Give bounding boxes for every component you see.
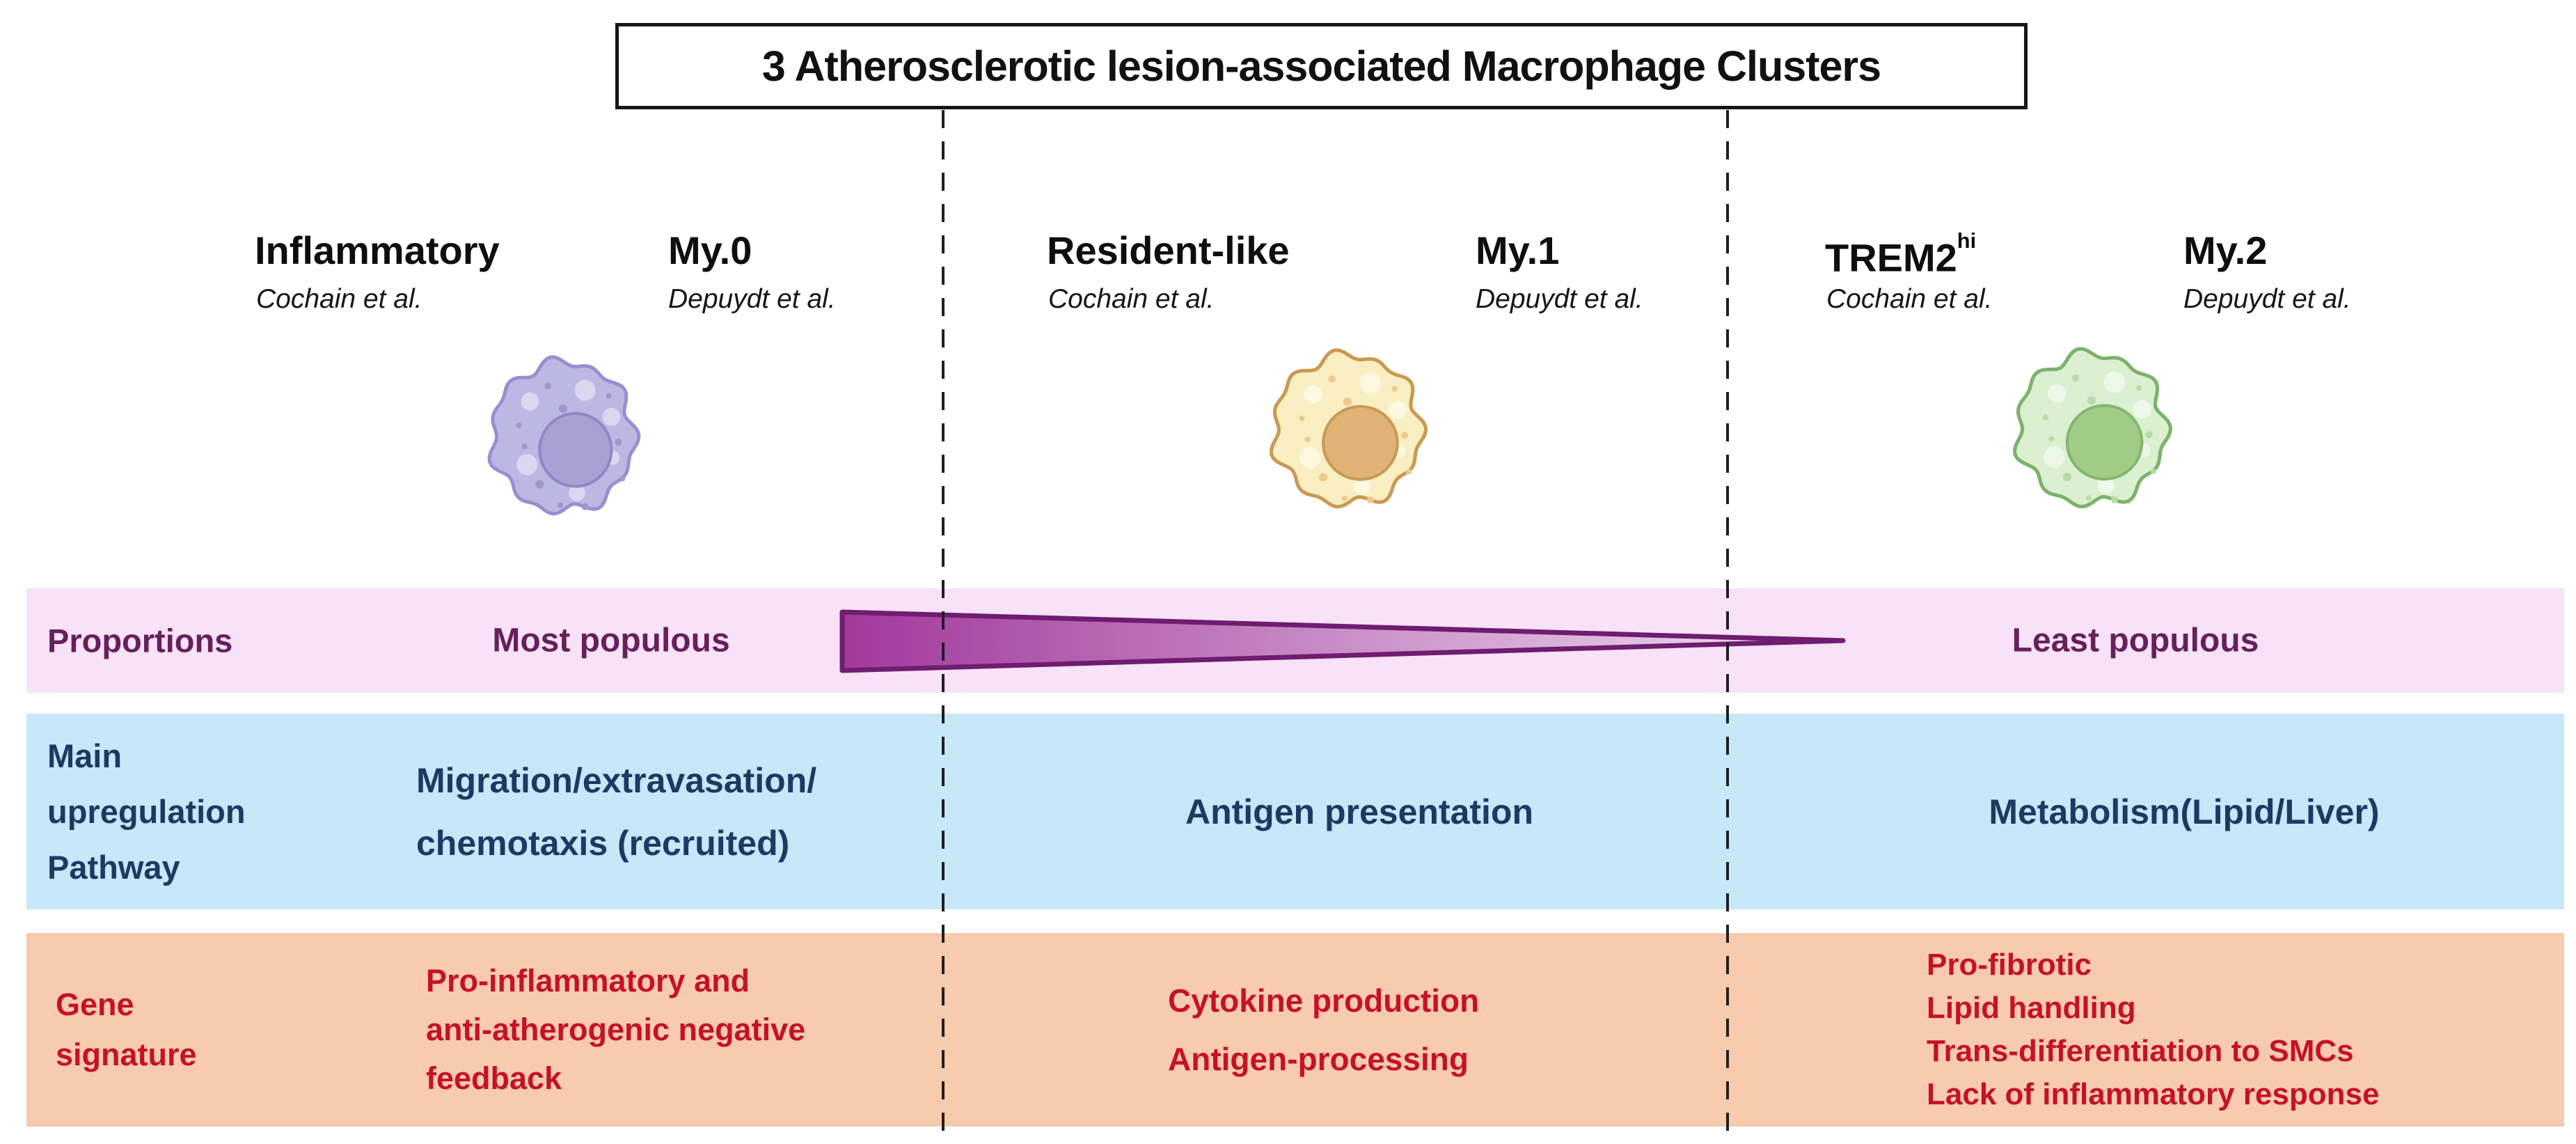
column-divider-2 bbox=[1726, 110, 1729, 1144]
most-populous-text: Most populous bbox=[492, 622, 730, 659]
gene-row-label: Gene signature bbox=[56, 987, 197, 1072]
gene-trem2-text: Pro-fibrotic Lipid handling Trans-differ… bbox=[1927, 948, 2380, 1111]
column3-citation2: Depuydt et al. bbox=[2183, 284, 2351, 314]
proportions-row: Proportions Most populous Least populous bbox=[26, 588, 2564, 693]
column1-alt-name: My.0 bbox=[668, 228, 752, 272]
pathway-trem2-text: Metabolism(Lipid/Liver) bbox=[1989, 792, 2380, 831]
pathway-row: Main upregulation Pathway Migration/extr… bbox=[26, 714, 2564, 909]
column1-name: Inflammatory bbox=[255, 228, 500, 272]
column3-citation1: Cochain et al. bbox=[1826, 284, 1993, 314]
column3-alt-name: My.2 bbox=[2183, 228, 2268, 272]
column2-citation2: Depuydt et al. bbox=[1476, 284, 1643, 314]
gene-signature-row: Gene signature Pro-inflammatory and anti… bbox=[26, 933, 2564, 1127]
trem2-superscript: hi bbox=[1957, 228, 1977, 253]
column1-citation1: Cochain et al. bbox=[256, 284, 422, 314]
column2-citation1: Cochain et al. bbox=[1048, 284, 1215, 314]
trem2hi-macrophage-cell-icon bbox=[2012, 347, 2173, 509]
least-populous-text: Least populous bbox=[2012, 622, 2259, 659]
column2-alt-name: My.1 bbox=[1476, 228, 1560, 272]
pathway-row-label: Main upregulation Pathway bbox=[47, 737, 246, 886]
gene-resident-text: Cytokine production Antigen-processing bbox=[1168, 982, 1480, 1077]
column-divider-1 bbox=[942, 110, 945, 1144]
population-gradient-arrow bbox=[839, 609, 1846, 673]
gene-inflammatory-text: Pro-inflammatory and anti-atherogenic ne… bbox=[426, 963, 806, 1096]
resident-like-macrophage-cell-icon bbox=[1269, 348, 1428, 509]
pathway-resident-text: Antigen presentation bbox=[1185, 792, 1534, 831]
inflammatory-macrophage-cell-icon bbox=[487, 355, 641, 516]
pathway-inflammatory-text: Migration/extravasation/ chemotaxis (rec… bbox=[416, 760, 817, 863]
proportions-row-label: Proportions bbox=[47, 622, 233, 659]
title-box: 3 Atherosclerotic lesion-associated Macr… bbox=[615, 23, 2028, 109]
figure-title: 3 Atherosclerotic lesion-associated Macr… bbox=[761, 42, 1881, 90]
column2-name: Resident-like bbox=[1047, 228, 1290, 272]
column3-name: TREM2hi bbox=[1825, 228, 1977, 280]
column1-citation2: Depuydt et al. bbox=[668, 284, 836, 314]
